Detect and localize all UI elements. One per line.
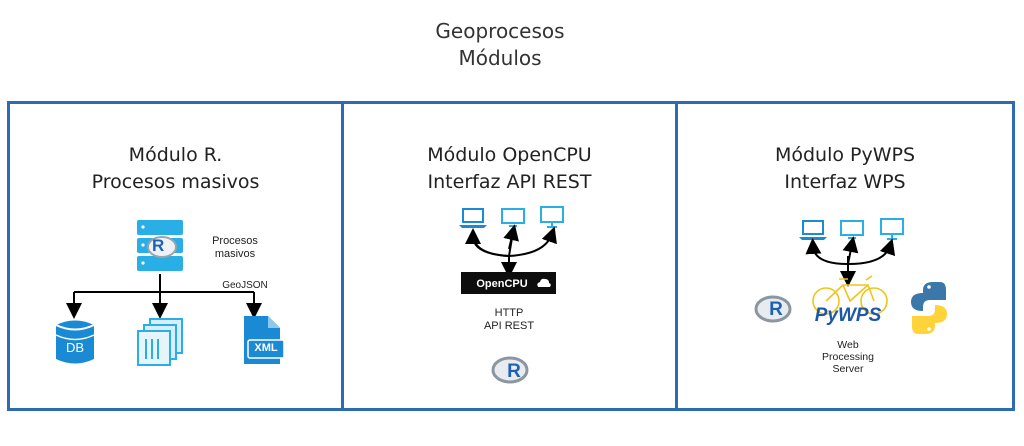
db-label: DB [65,340,85,355]
panel-title: Módulo R. Procesos masivos [10,142,341,196]
distribution-arrows [66,274,262,319]
panel-title-line-1: Módulo OpenCPU [427,144,592,166]
panel-title-line-2: Procesos masivos [91,171,260,193]
database-icon [55,320,95,364]
monitor-icon-1 [501,208,525,227]
panel-title-line-2: Interfaz WPS [784,171,906,193]
monitor-icon-2 [880,218,904,240]
r-letter: R [152,236,165,255]
r-server-icon [137,220,183,271]
r-logo [754,295,792,323]
r-logo [491,356,529,384]
xml-label: XML [254,342,278,354]
web-processing-server-label: Web Processing Server [803,339,893,375]
r-letter: R [769,299,783,320]
label-procesos-line-2: masivos [214,248,256,260]
panel-title-line-2: Interfaz API REST [427,171,592,193]
panel-title: Módulo OpenCPU Interfaz API REST [344,142,675,196]
api-rest-label: API REST [483,320,535,332]
panel-modulo-r: Módulo R. Procesos masivos R Procesos ma… [7,101,344,411]
panel-title-line-1: Módulo R. [128,144,223,166]
laptop-icon [799,220,827,240]
python-logo [911,282,947,334]
label-procesos-masivos: Procesos masivos [200,235,270,261]
label-geojson: GeoJSON [222,280,268,291]
panel-modulo-opencpu: Módulo OpenCPU Interfaz API REST [341,101,678,411]
http-label: HTTP [494,307,524,319]
web-label-line-2: Processing [822,351,874,363]
opencpu-logo [461,272,556,294]
label-procesos-line-1: Procesos [212,235,258,247]
documents-icon [137,318,183,366]
clients-network [459,206,564,384]
laptop-icon [459,208,487,228]
panel-title-line-1: Módulo PyWPS [774,144,916,166]
web-label-line-3: Server [832,363,864,375]
web-label-line-1: Web [837,339,859,351]
opencpu-label: OpenCPU [476,278,528,290]
title-line-2: Módulos [458,46,542,70]
bicycle-icon [812,275,888,315]
panel-modulo-pywps: Módulo PyWPS Interfaz WPS [675,101,1015,411]
http-api-label: HTTP API REST [459,307,559,333]
pywps-label: PyWPS [814,305,882,326]
monitor-icon-2 [540,206,564,228]
xml-file-icon [244,316,285,364]
clients-network [754,218,947,334]
r-letter: R [507,361,521,382]
monitor-icon-1 [840,220,864,239]
panel-title: Módulo PyWPS Interfaz WPS [678,142,1012,196]
title-line-1: Geoprocesos [435,19,565,43]
diagram-title: Geoprocesos Módulos [0,18,1000,72]
cloud-icon [537,278,551,287]
